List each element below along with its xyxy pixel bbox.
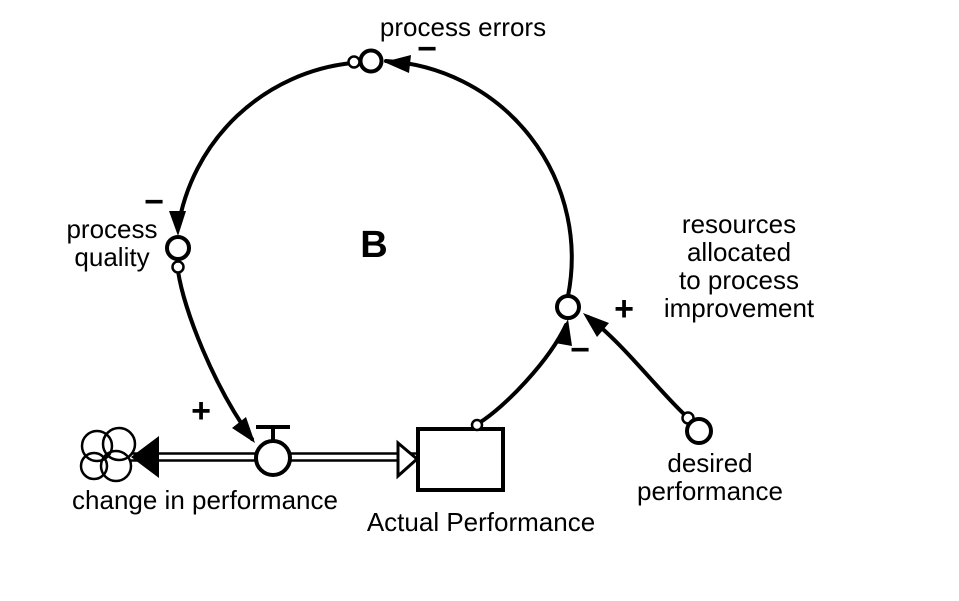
resources-allocated-label: resources allocated to process improveme…	[663, 209, 815, 323]
link-actual-to-resources	[477, 323, 568, 425]
sign-errors-to-quality: −	[144, 183, 164, 221]
node-process-quality	[165, 235, 191, 261]
node-process-errors	[358, 48, 384, 74]
takeoff-dot-process-errors	[347, 55, 361, 69]
arrowhead-into-process-quality	[169, 211, 186, 236]
node-resources-allocated	[555, 294, 581, 320]
loop-label: B	[360, 224, 388, 266]
arrowhead-into-resources-from-desired	[583, 313, 609, 337]
arrowhead-into-valve	[232, 417, 255, 443]
change-in-performance-label: change in performance	[72, 485, 338, 515]
takeoff-dot-actual-performance	[470, 418, 484, 432]
sign-desired-to-resources: +	[614, 290, 634, 328]
valve-icon	[254, 425, 292, 477]
sign-actual-to-resources: −	[570, 331, 590, 369]
arrowhead-into-resources-from-stock	[555, 319, 572, 346]
process-quality-label: process quality	[66, 214, 158, 272]
link-quality-to-change	[176, 269, 254, 441]
takeoff-dot-process-quality	[171, 260, 185, 274]
link-errors-to-quality	[176, 61, 354, 230]
sign-quality-to-change: +	[191, 392, 211, 430]
stock-actual-performance	[416, 427, 505, 492]
cloud-icon	[79, 426, 137, 483]
actual-performance-label: Actual Performance	[366, 507, 596, 537]
sign-resources-to-errors: −	[417, 30, 437, 68]
desired-performance-label: desired performance	[637, 448, 783, 506]
link-desired-to-resources	[586, 315, 687, 417]
process-errors-label: process errors	[379, 12, 547, 42]
arrowhead-into-process-errors	[384, 55, 411, 73]
flow-arrowhead-into-stock	[396, 439, 420, 480]
node-desired-performance	[685, 417, 713, 445]
link-resources-to-errors	[384, 59, 574, 298]
flow-arrowhead-into-cloud	[131, 436, 159, 478]
